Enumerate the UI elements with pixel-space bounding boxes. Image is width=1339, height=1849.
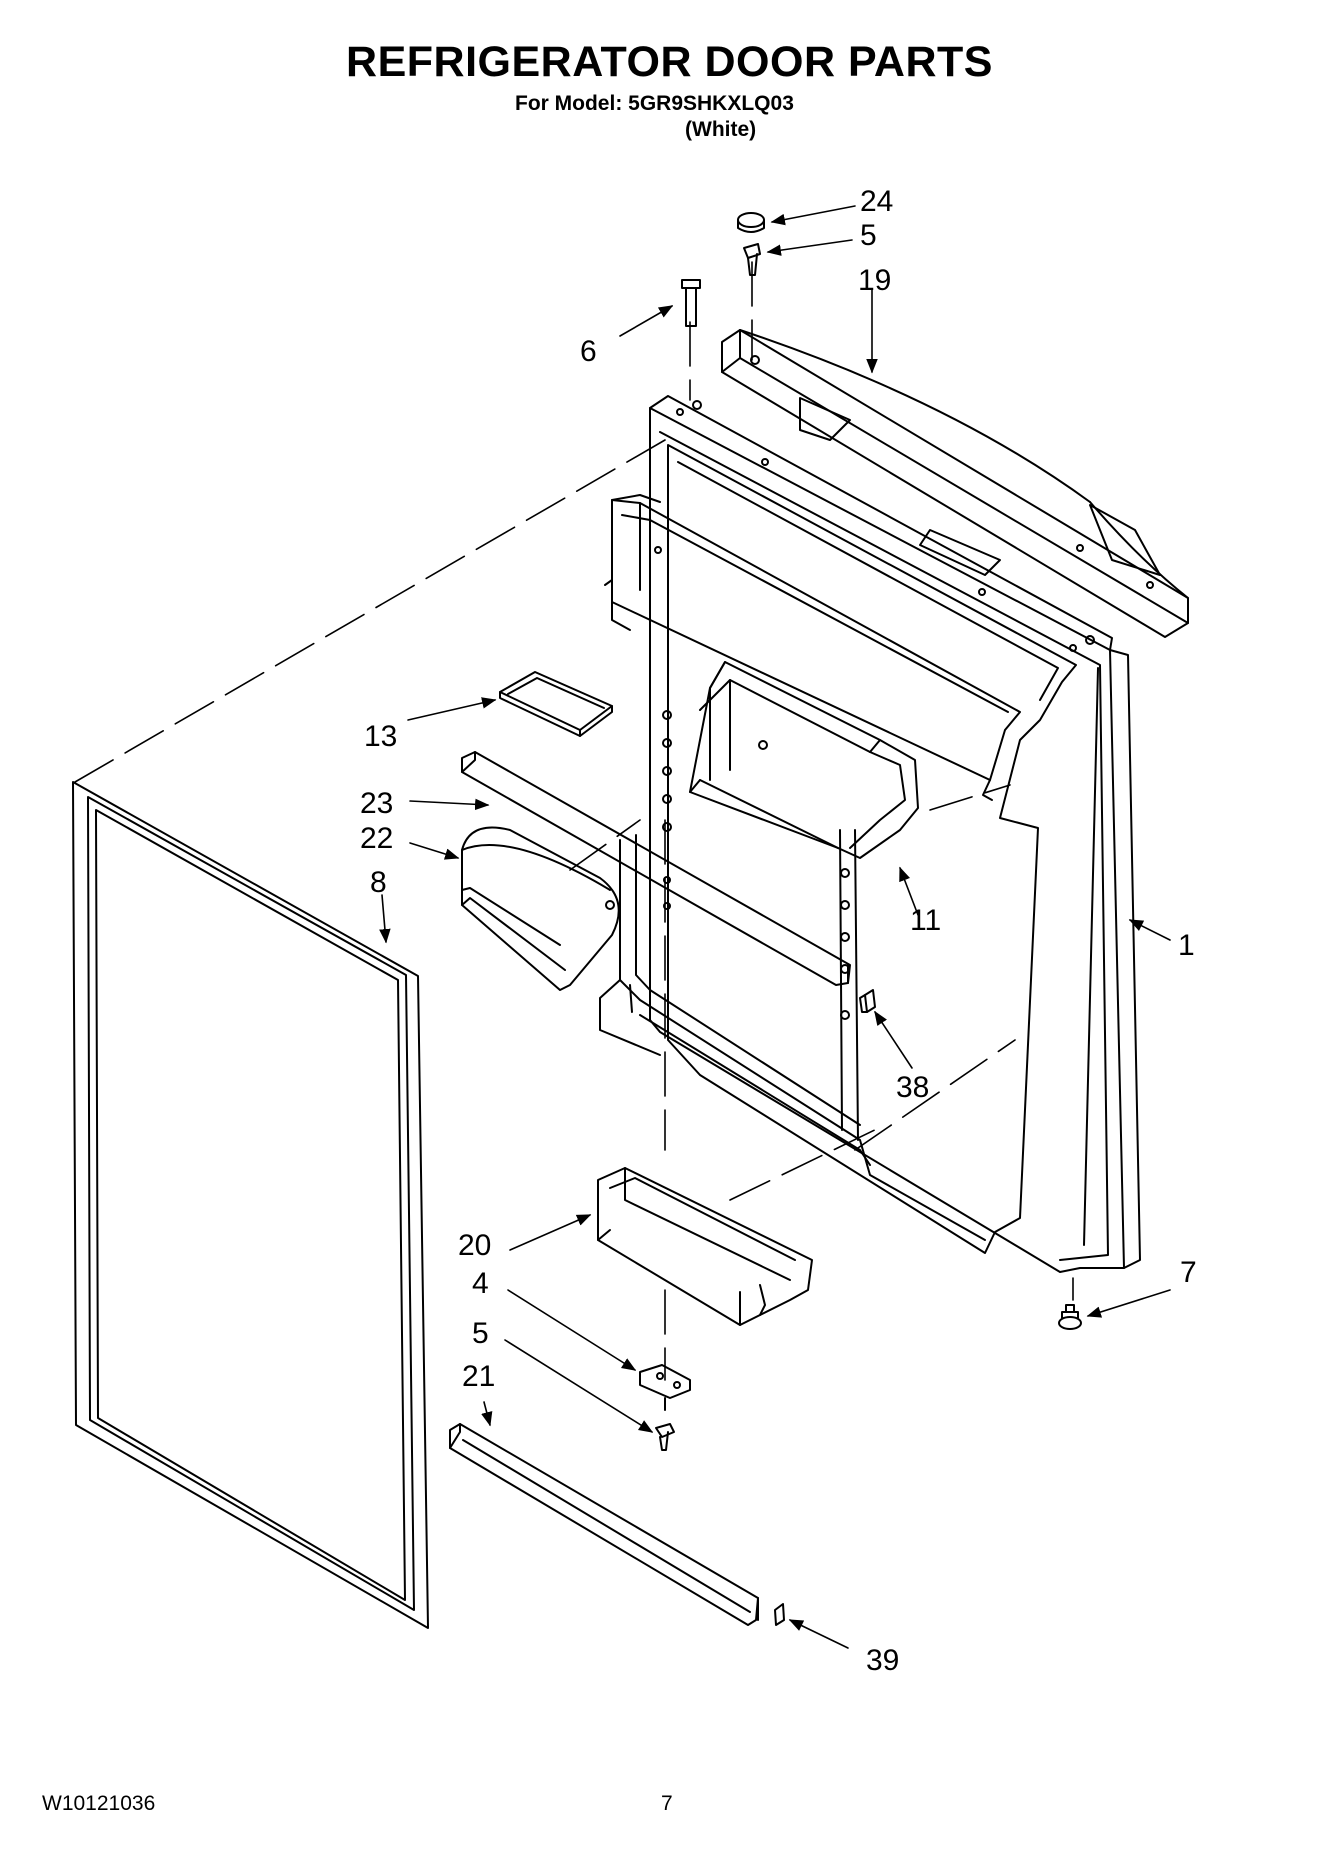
page-title: REFRIGERATOR DOOR PARTS [346,38,993,86]
callout-20: 20 [458,1229,491,1262]
document-code: W10121036 [42,1792,156,1815]
hinge-cap-part-24 [737,212,765,233]
callout-24: 24 [860,185,893,218]
hinge-screw-part-5-bottom [655,1423,675,1451]
door-liner-holes [662,400,1095,1020]
trim-bar-part-21 [449,1423,759,1626]
callout-labels: 24 5 19 6 13 23 22 8 11 1 38 20 4 5 21 7… [360,185,1197,1677]
callout-22: 22 [360,822,393,855]
top-cap-part-19 [721,329,1189,638]
callout-13: 13 [364,720,397,753]
color-line: (White) [685,118,757,141]
page-number: 7 [661,1792,673,1815]
shelf-bin-part-22 [461,826,620,991]
upper-compartment-frame [604,494,1021,801]
callout-39: 39 [866,1644,899,1677]
dairy-door-part-13 [499,671,613,737]
callout-6: 6 [580,335,597,368]
bottom-bin-part-20 [597,1167,813,1326]
callout-5-top: 5 [860,219,877,252]
hinge-pin-part-6 [681,279,701,327]
bottom-hinge-part-4 [639,1364,691,1411]
leader-lines [379,205,1171,1649]
callout-11: 11 [910,904,941,937]
door-gasket-part-8 [72,781,429,1629]
clip-part-38 [859,989,876,1013]
callout-23: 23 [360,787,393,820]
alignment-lines [74,261,1074,1381]
hinge-screw-part-5-top [743,243,761,276]
callout-19: 19 [858,264,891,297]
end-cap-part-39 [774,1603,785,1626]
door-liner-part-1 [599,395,1141,1273]
callout-7: 7 [1180,1256,1197,1289]
callout-5-bottom: 5 [472,1317,489,1350]
model-line: For Model: 5GR9SHKXLQ03 [515,92,794,115]
callout-21: 21 [462,1360,495,1393]
dairy-bin-part-11 [689,661,919,859]
shelf-bar-part-23 [461,751,851,986]
callout-1: 1 [1178,929,1195,962]
callout-38: 38 [896,1071,929,1104]
callout-4: 4 [472,1267,489,1300]
callout-8: 8 [370,866,387,899]
door-bushing-part-7 [1058,1304,1082,1330]
